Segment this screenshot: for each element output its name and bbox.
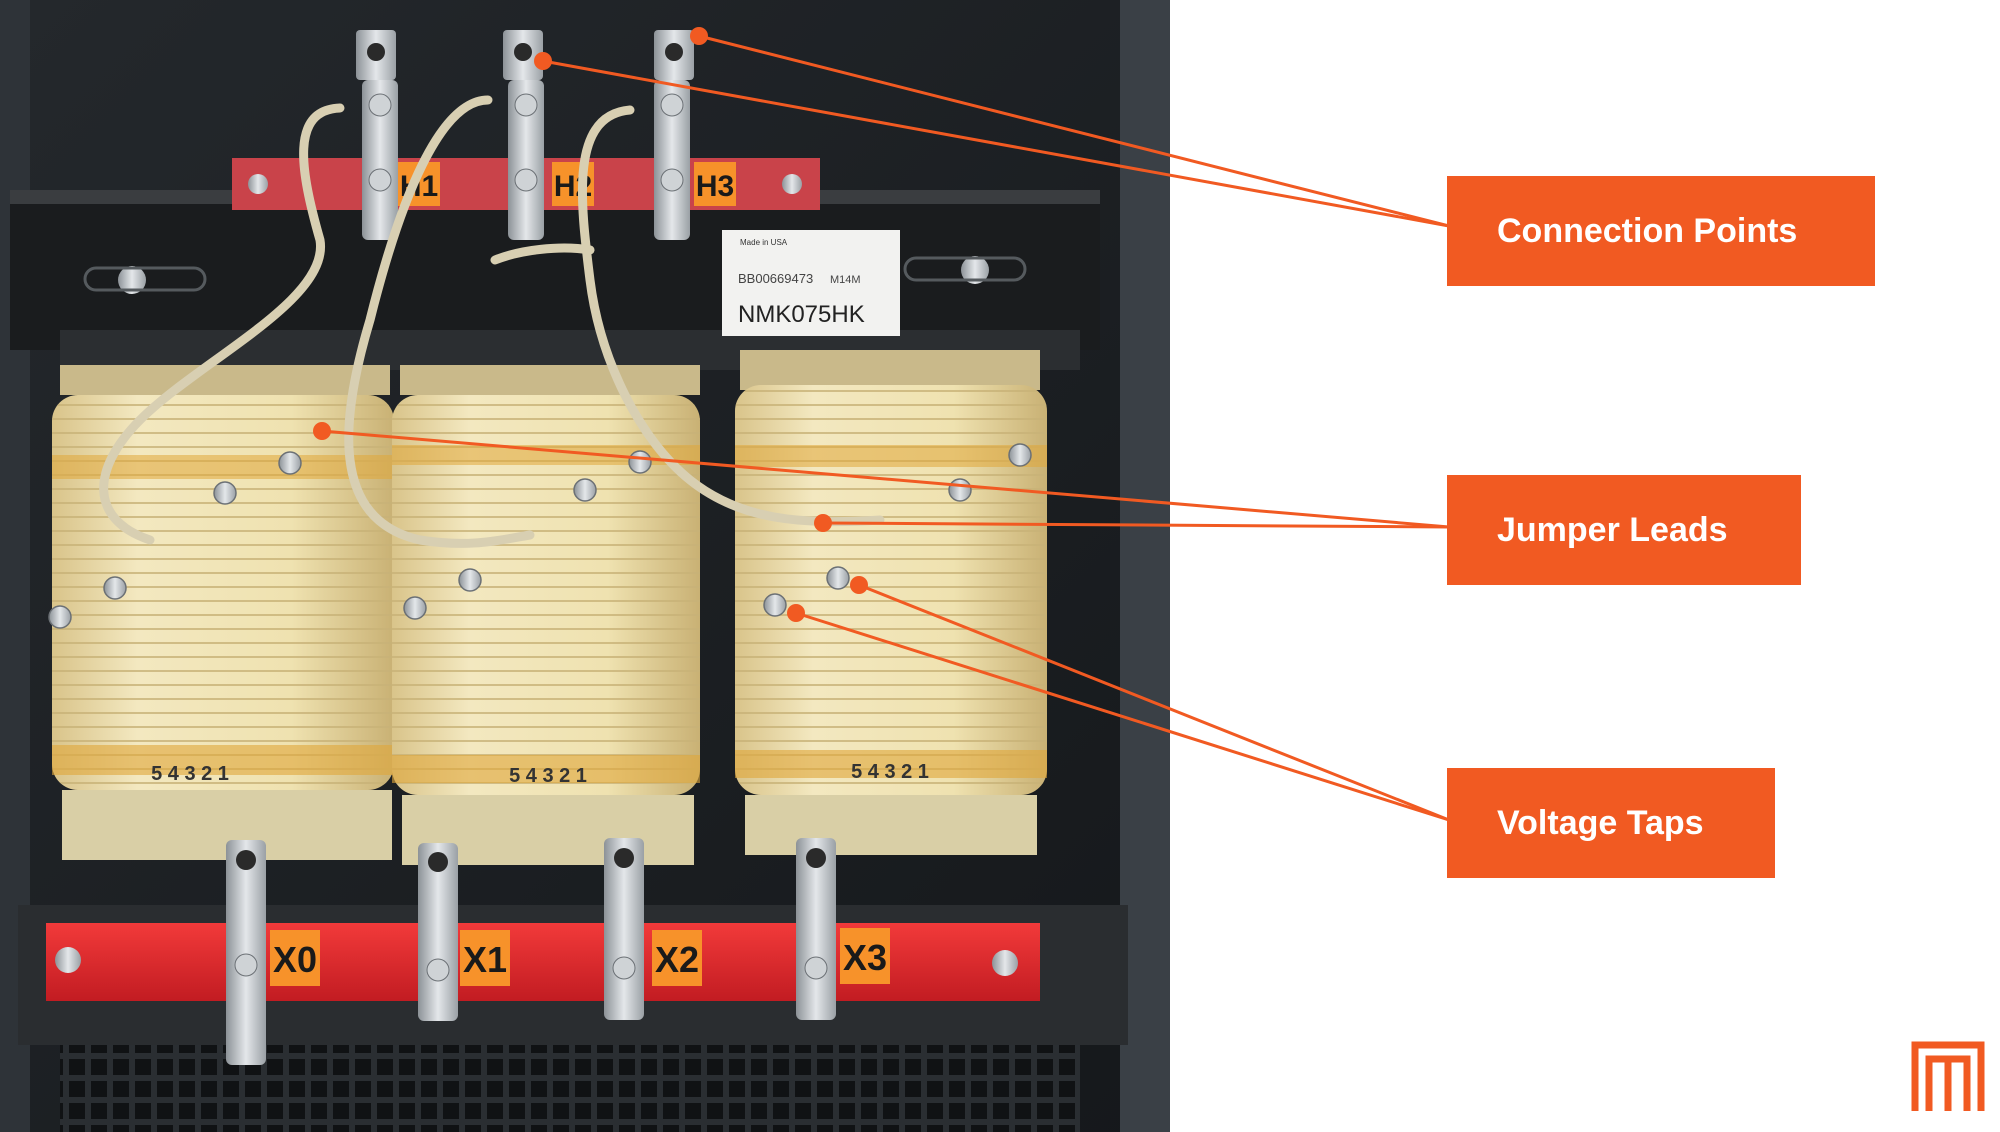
secondary-terminals (226, 838, 836, 1065)
brand-mark-icon (1911, 1041, 1985, 1111)
nameplate-origin-text: Made in USA (740, 238, 788, 247)
secondary-label-x2: X2 (655, 939, 699, 980)
secondary-label-x3: X3 (843, 937, 887, 978)
frame-slot (83, 266, 207, 292)
top-frame (10, 190, 1100, 350)
frame-slot (903, 256, 1027, 282)
secondary-label-x0: X0 (273, 939, 317, 980)
nameplate-code-text: M14M (830, 274, 861, 286)
tap-numbers-right: 5 4 3 2 1 (851, 761, 929, 783)
coil-left: 5 4 3 2 1 (52, 365, 394, 860)
primary-terminal-2 (503, 30, 544, 240)
secondary-label-x1: X1 (463, 939, 507, 980)
nameplate-model-text: NMK075HK (738, 301, 865, 328)
callout-connection-points-label: Connection Points (1497, 211, 1798, 250)
primary-terminal-3 (654, 30, 694, 240)
frame-bolt (961, 256, 989, 284)
tap-numbers-left: 5 4 3 2 1 (151, 763, 229, 785)
primary-terminal-1 (356, 30, 398, 240)
nameplate: Made in USA BB00669473 M14M NMK075HK (722, 230, 900, 336)
tap-numbers-center: 5 4 3 2 1 (509, 765, 587, 787)
callout-jumper-leads: Jumper Leads (1447, 475, 1801, 585)
callout-jumper-leads-label: Jumper Leads (1497, 510, 1728, 549)
frame-bolt (118, 266, 146, 294)
primary-label-h3: H3 (696, 170, 734, 203)
nameplate-serial-text: BB00669473 (738, 271, 813, 286)
floor-grate (60, 1040, 1080, 1132)
callout-voltage-taps-label: Voltage Taps (1497, 803, 1704, 842)
callout-voltage-taps: Voltage Taps (1447, 768, 1775, 878)
secondary-busbar: X0 X1 X2 X3 (18, 905, 1128, 1045)
transformer-photo: Made in USA BB00669473 M14M NMK075HK H1 … (0, 0, 1170, 1132)
callout-connection-points: Connection Points (1447, 176, 1875, 286)
